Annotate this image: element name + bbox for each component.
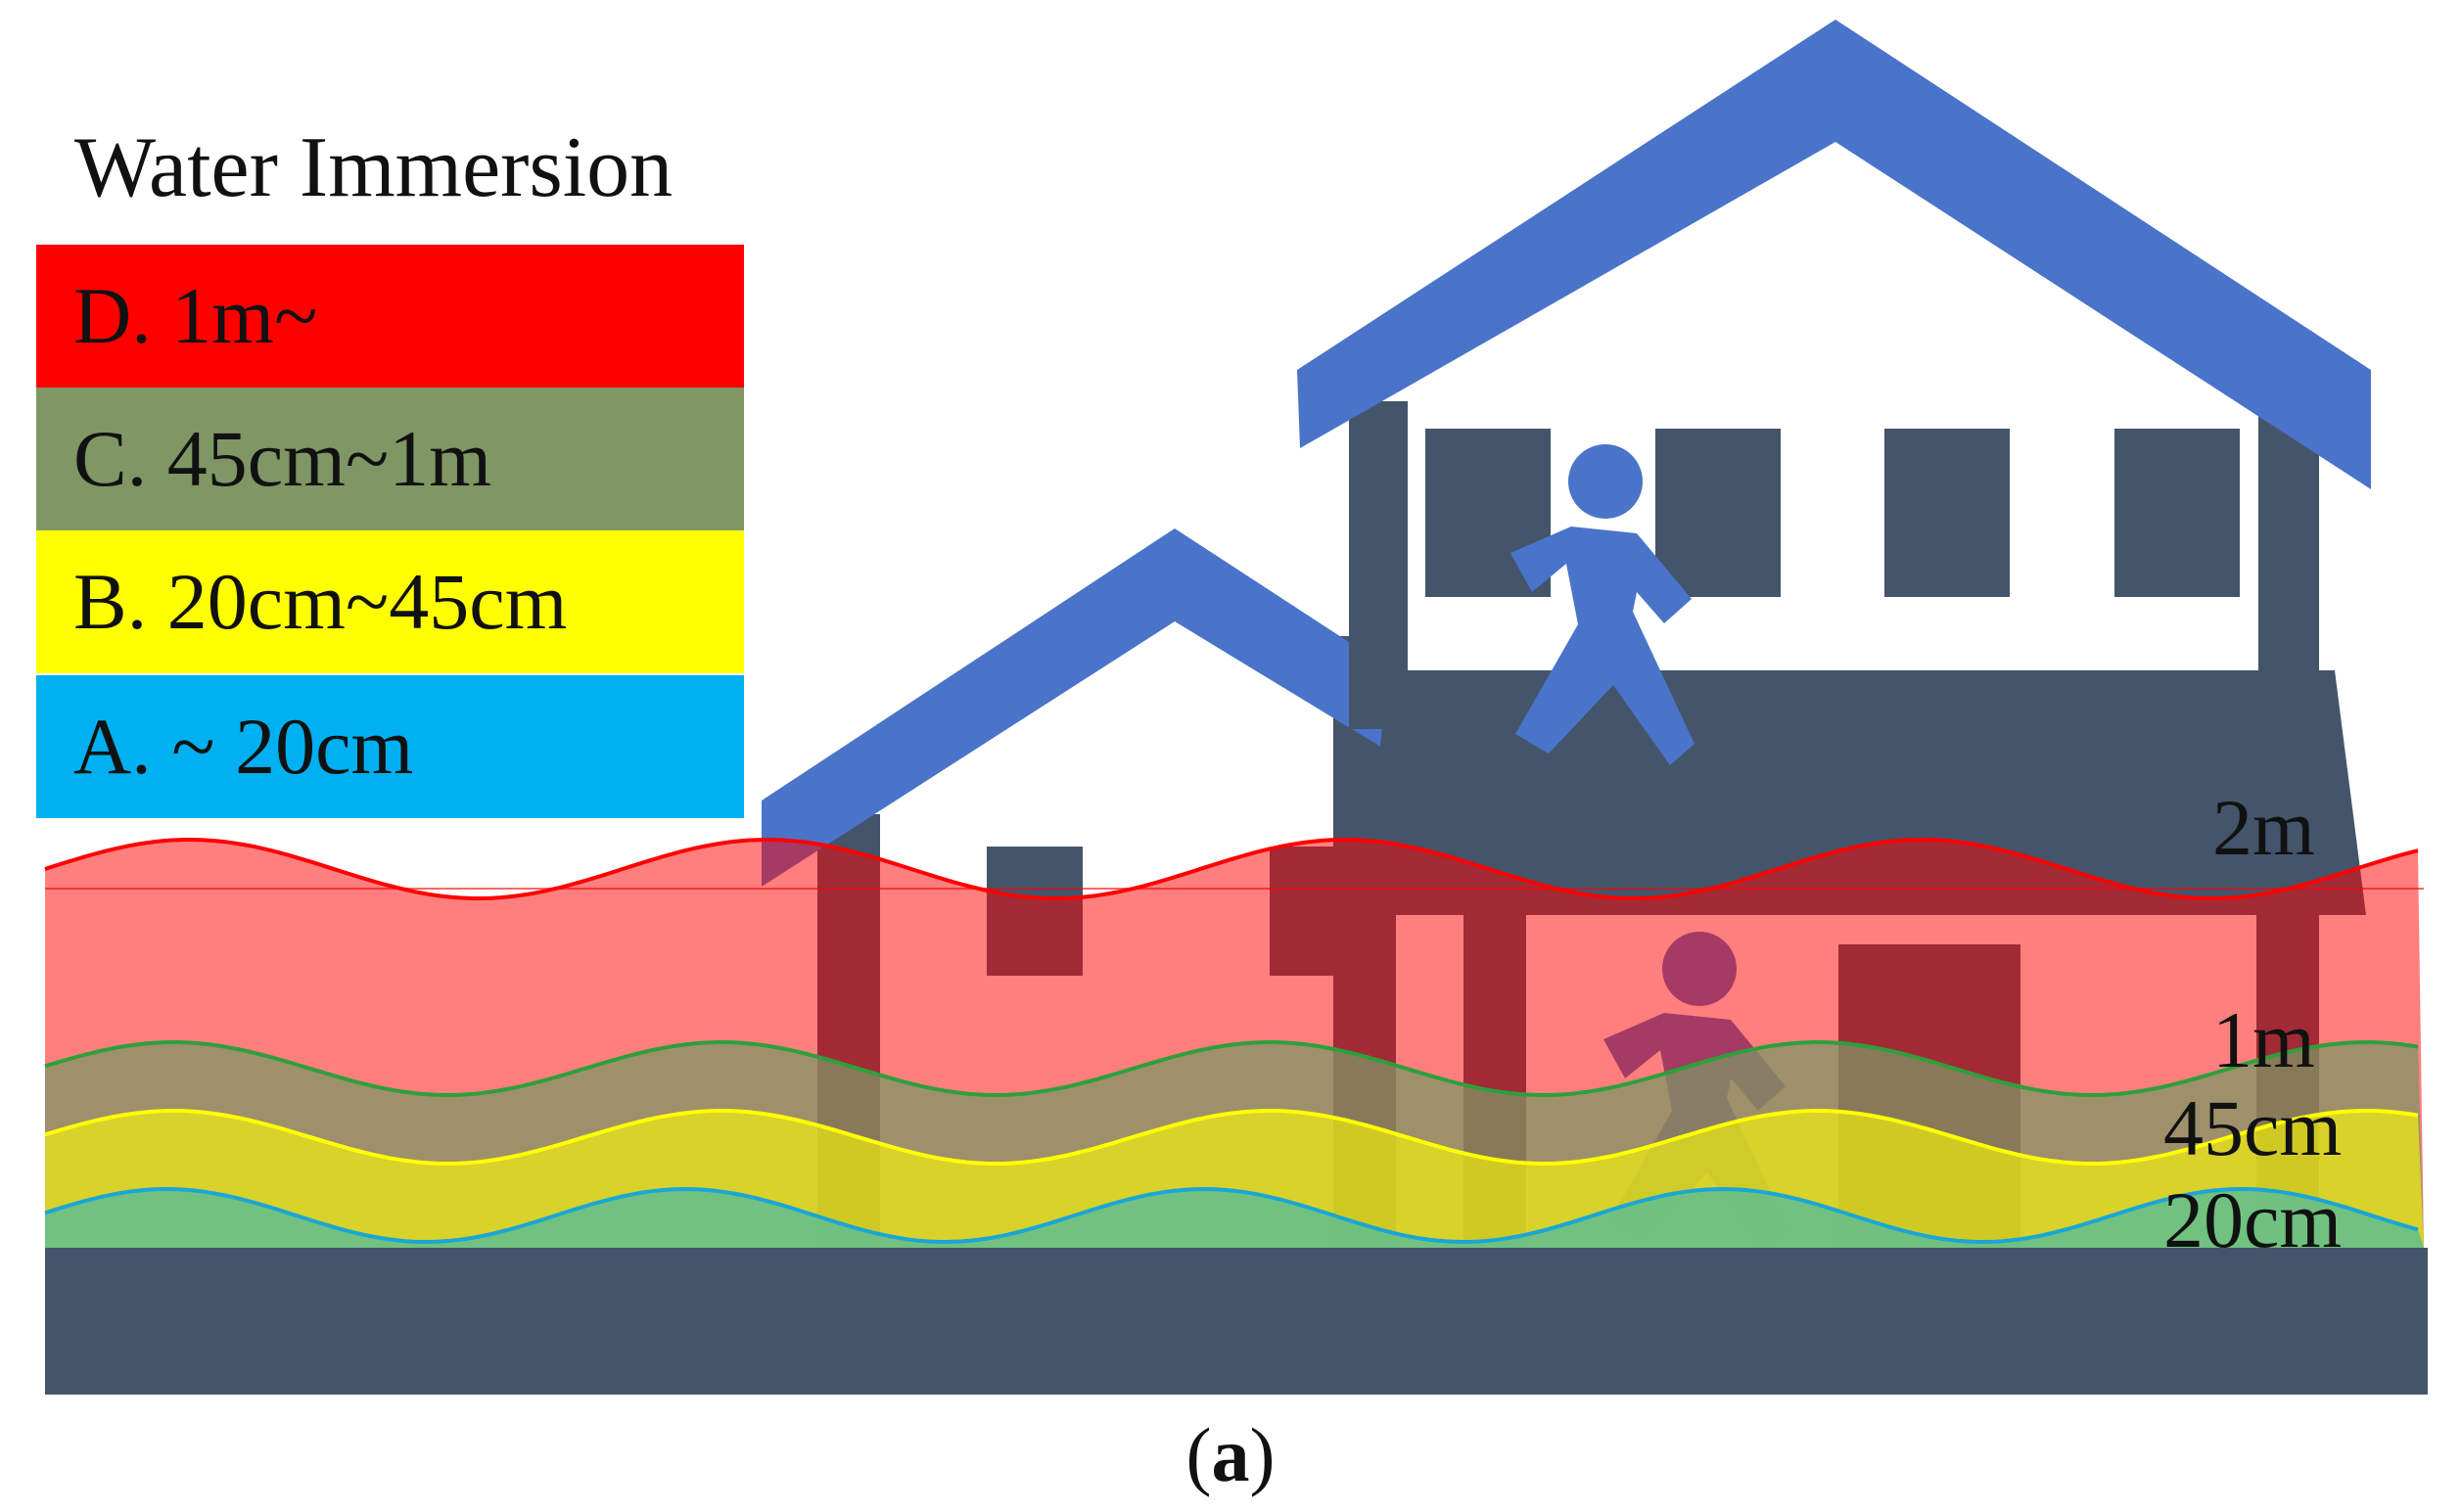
level-label-1m: 1m <box>2212 995 2315 1084</box>
water-blue-layer <box>44 1186 2424 1248</box>
legend-item-b: B. 20cm~45cm <box>36 530 744 673</box>
large-house-roof <box>1297 20 2371 489</box>
ground <box>45 1248 2428 1395</box>
legend-item-a: A. ~ 20cm <box>36 675 744 818</box>
legend-item-d-label: D. 1m~ <box>73 271 318 360</box>
figure-caption: (a) <box>1185 1412 1276 1497</box>
large-house-window-3 <box>1884 429 2010 597</box>
legend-item-a-label: A. ~ 20cm <box>73 702 414 791</box>
legend-item-c: C. 45cm~1m <box>36 388 744 530</box>
legend-title: Water Immersion <box>74 120 673 215</box>
person-upstairs-icon <box>1510 444 1695 765</box>
large-house-floor <box>1363 670 2366 915</box>
small-house-roof <box>762 528 1400 887</box>
level-label-2m: 2m <box>2212 783 2315 872</box>
figure-caption-letter: a <box>1211 1412 1250 1497</box>
large-house-window-4 <box>2114 429 2240 597</box>
level-label-45cm: 45cm <box>2163 1083 2343 1172</box>
large-house-window-2 <box>1655 429 1781 597</box>
legend-item-d: D. 1m~ <box>36 245 744 388</box>
legend-item-b-label: B. 20cm~45cm <box>73 557 568 646</box>
legend-item-c-label: C. 45cm~1m <box>73 414 492 503</box>
level-label-20cm: 20cm <box>2163 1175 2343 1264</box>
